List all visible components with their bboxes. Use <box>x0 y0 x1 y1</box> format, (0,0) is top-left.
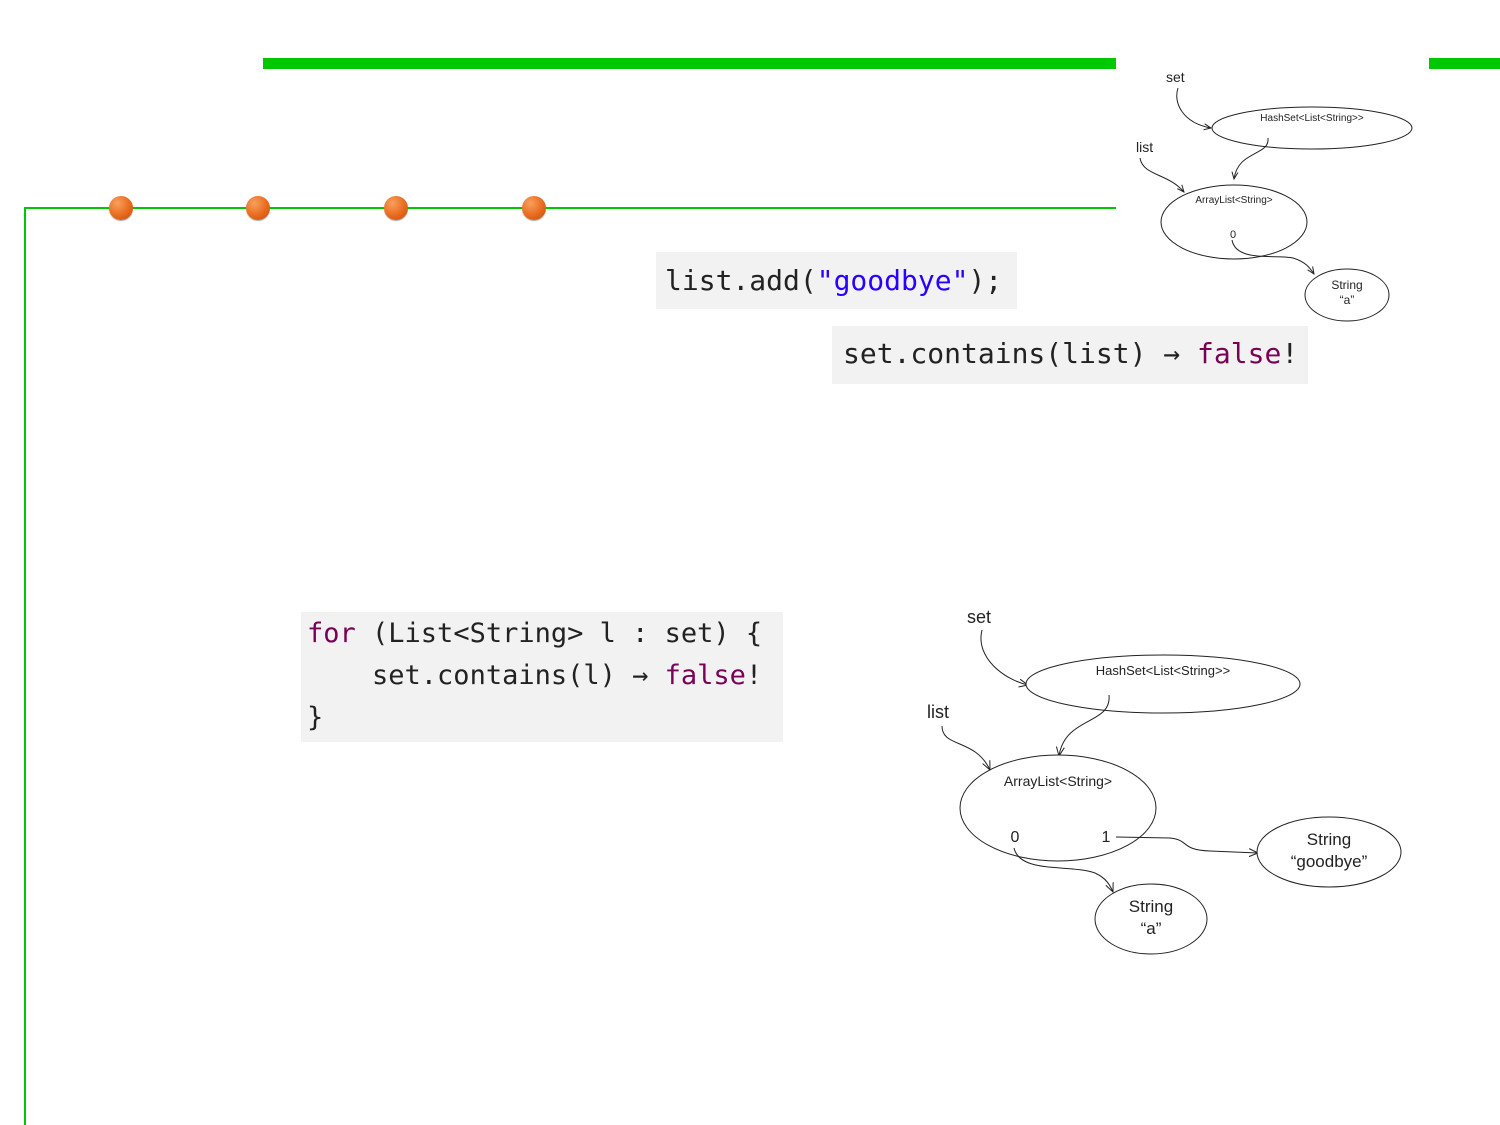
string-goodbye-node <box>1256 816 1402 888</box>
string-a-type: String <box>1331 278 1362 292</box>
code-loop-indent <box>307 660 372 691</box>
index-1-label: 1 <box>1102 829 1111 846</box>
code-loop-line-3: } <box>307 702 324 733</box>
progress-dot-1 <box>109 196 133 220</box>
arraylist-node <box>1160 184 1308 260</box>
top-accent-bar <box>263 58 1116 69</box>
code-loop-for-keyword: for <box>307 618 356 649</box>
progress-dot-3 <box>384 196 408 220</box>
var-list-label: list <box>1136 139 1153 155</box>
var-set-label: set <box>1166 69 1185 85</box>
code-list-add-prefix: list.add( <box>665 264 817 297</box>
object-diagram-before-svg: set HashSet<List<String>> list ArrayList… <box>1136 69 1413 322</box>
object-diagram-before: set HashSet<List<String>> list ArrayList… <box>1118 58 1418 328</box>
horizontal-rule <box>24 207 1116 209</box>
string-a-node <box>1304 268 1390 322</box>
hashset-node <box>1211 106 1413 150</box>
index-1-to-string-goodbye-edge <box>1115 836 1258 853</box>
arraylist-node <box>959 754 1157 862</box>
code-loop-line-2: set.contains(l) → false! <box>307 655 783 697</box>
code-contains-result: set.contains(list) → false! <box>832 326 1308 384</box>
var-set-label: set <box>967 607 991 627</box>
code-list-add-suffix: ); <box>968 264 1003 297</box>
hashset-node <box>1025 654 1301 714</box>
list-to-arraylist-edge <box>1139 157 1184 192</box>
progress-dot-2 <box>246 196 270 220</box>
arraylist-label: ArrayList<String> <box>1195 195 1272 206</box>
list-to-arraylist-edge <box>941 725 990 770</box>
code-contains-false: false <box>1197 337 1282 370</box>
string-a-type: String <box>1129 897 1173 916</box>
code-loop-false: false <box>664 660 746 691</box>
index-0-to-string-a-edge <box>1231 239 1314 274</box>
code-contains-suffix: ! <box>1281 337 1299 370</box>
string-goodbye-value: “goodbye” <box>1291 852 1368 871</box>
set-to-hashset-edge <box>980 629 1028 685</box>
index-0-label: 0 <box>1230 229 1236 241</box>
code-loop-bang: ! <box>745 660 763 691</box>
hashset-to-arraylist-edge <box>1059 694 1110 756</box>
hashset-to-arraylist-edge <box>1234 137 1269 179</box>
vertical-rule <box>24 207 26 1125</box>
code-contains-prefix: set.contains(list) → <box>843 337 1198 370</box>
set-to-hashset-edge <box>1176 87 1211 128</box>
code-list-add: list.add("goodbye"); <box>656 252 1017 309</box>
var-list-label: list <box>927 702 949 722</box>
top-accent-bar-right <box>1429 58 1500 69</box>
progress-dot-4 <box>522 196 546 220</box>
code-for-loop: for (List<String> l : set) { set.contain… <box>301 612 783 742</box>
code-list-add-string: "goodbye" <box>816 264 969 297</box>
hashset-label: HashSet<List<String>> <box>1260 113 1364 124</box>
index-0-label: 0 <box>1011 829 1020 846</box>
object-diagram-after-svg: set HashSet<List<String>> list ArrayList… <box>927 607 1402 955</box>
string-a-value: “a” <box>1340 293 1355 307</box>
arraylist-label: ArrayList<String> <box>1004 773 1112 789</box>
hashset-label: HashSet<List<String>> <box>1096 663 1230 678</box>
code-loop-contains: set.contains(l) → <box>372 660 665 691</box>
object-diagram-after: set HashSet<List<String>> list ArrayList… <box>920 598 1410 963</box>
code-loop-header: (List<String> l : set) { <box>355 618 763 649</box>
string-a-node <box>1094 883 1208 955</box>
code-loop-line-1: for (List<String> l : set) { <box>307 613 783 655</box>
index-0-to-string-a-edge <box>1013 847 1113 892</box>
string-a-value: “a” <box>1141 919 1162 938</box>
string-goodbye-type: String <box>1307 830 1351 849</box>
